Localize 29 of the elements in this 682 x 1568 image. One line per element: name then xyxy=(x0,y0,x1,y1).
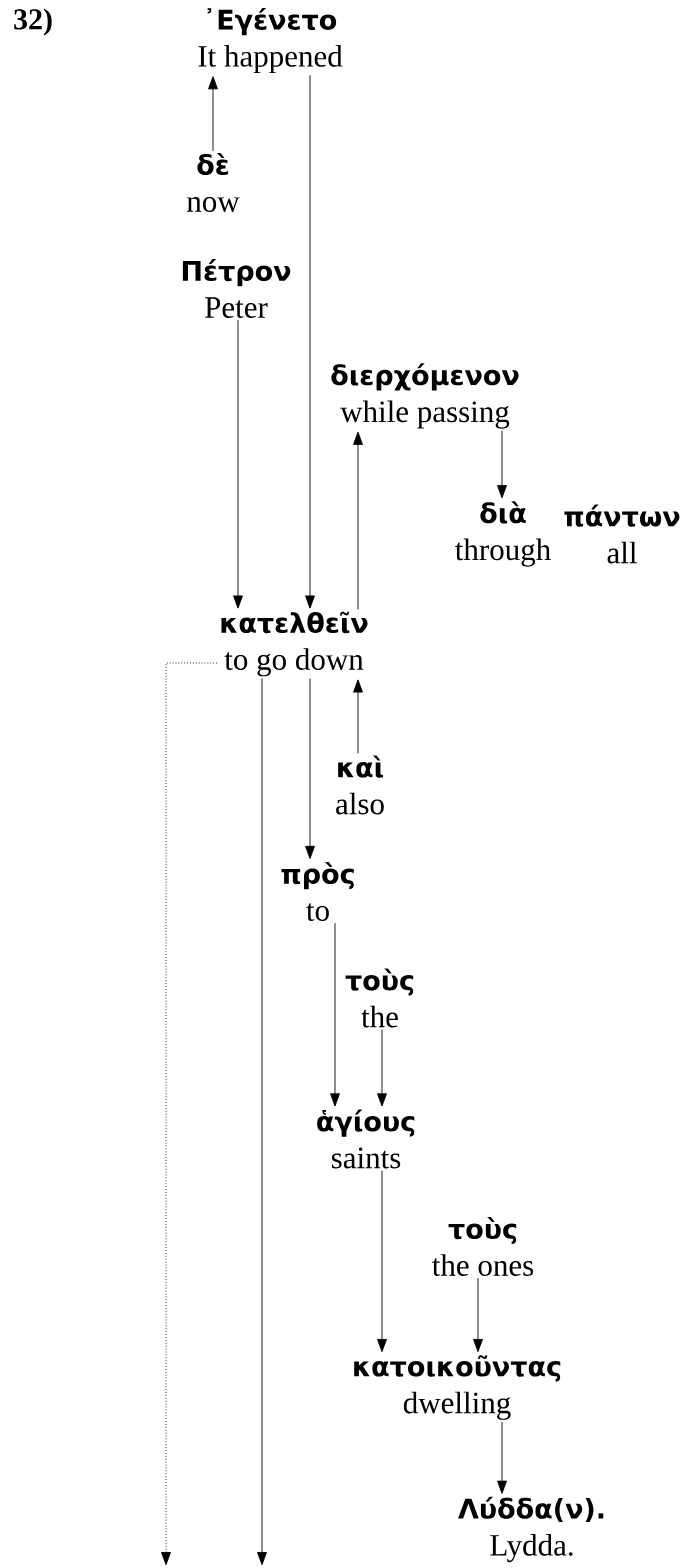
gloss-word: καὶ also xyxy=(336,755,384,815)
arrow xyxy=(208,76,218,152)
arrow xyxy=(305,678,315,859)
arrow xyxy=(353,431,363,610)
gloss-word: ᾿Εγένετο It happened xyxy=(198,7,343,74)
gloss-word: πρὸς to xyxy=(281,862,354,921)
arrow xyxy=(377,1170,387,1353)
gloss-word: τοὺς the xyxy=(345,968,414,1028)
arrow xyxy=(257,678,267,1566)
arrow xyxy=(473,1277,483,1353)
arrow xyxy=(305,74,315,609)
gloss-word: κατελθεῖν to go down xyxy=(221,611,368,677)
gloss-word: τοὺς the ones xyxy=(432,1217,534,1276)
arrow xyxy=(497,430,507,499)
arrow xyxy=(161,662,218,1566)
gloss-word: διὰ through xyxy=(455,501,551,567)
gloss-word: δὲ now xyxy=(187,153,240,212)
gloss-word: κατοικοῦντας dwelling xyxy=(354,1355,561,1420)
arrow xyxy=(353,679,363,754)
gloss-word: ἁγίους saints xyxy=(317,1109,415,1169)
arrow xyxy=(497,1421,507,1494)
gloss-word: Λύδδα(ν). Lydda. xyxy=(458,1496,604,1563)
arrow xyxy=(377,1029,387,1107)
arrow xyxy=(233,319,243,609)
gloss-word: Πέτρον Peter xyxy=(182,259,291,318)
gloss-word: διερχόμενον while passing xyxy=(331,363,519,429)
arrow xyxy=(330,922,340,1107)
gloss-word: πάντων all xyxy=(564,504,680,564)
verse-number: 32) xyxy=(14,8,52,36)
